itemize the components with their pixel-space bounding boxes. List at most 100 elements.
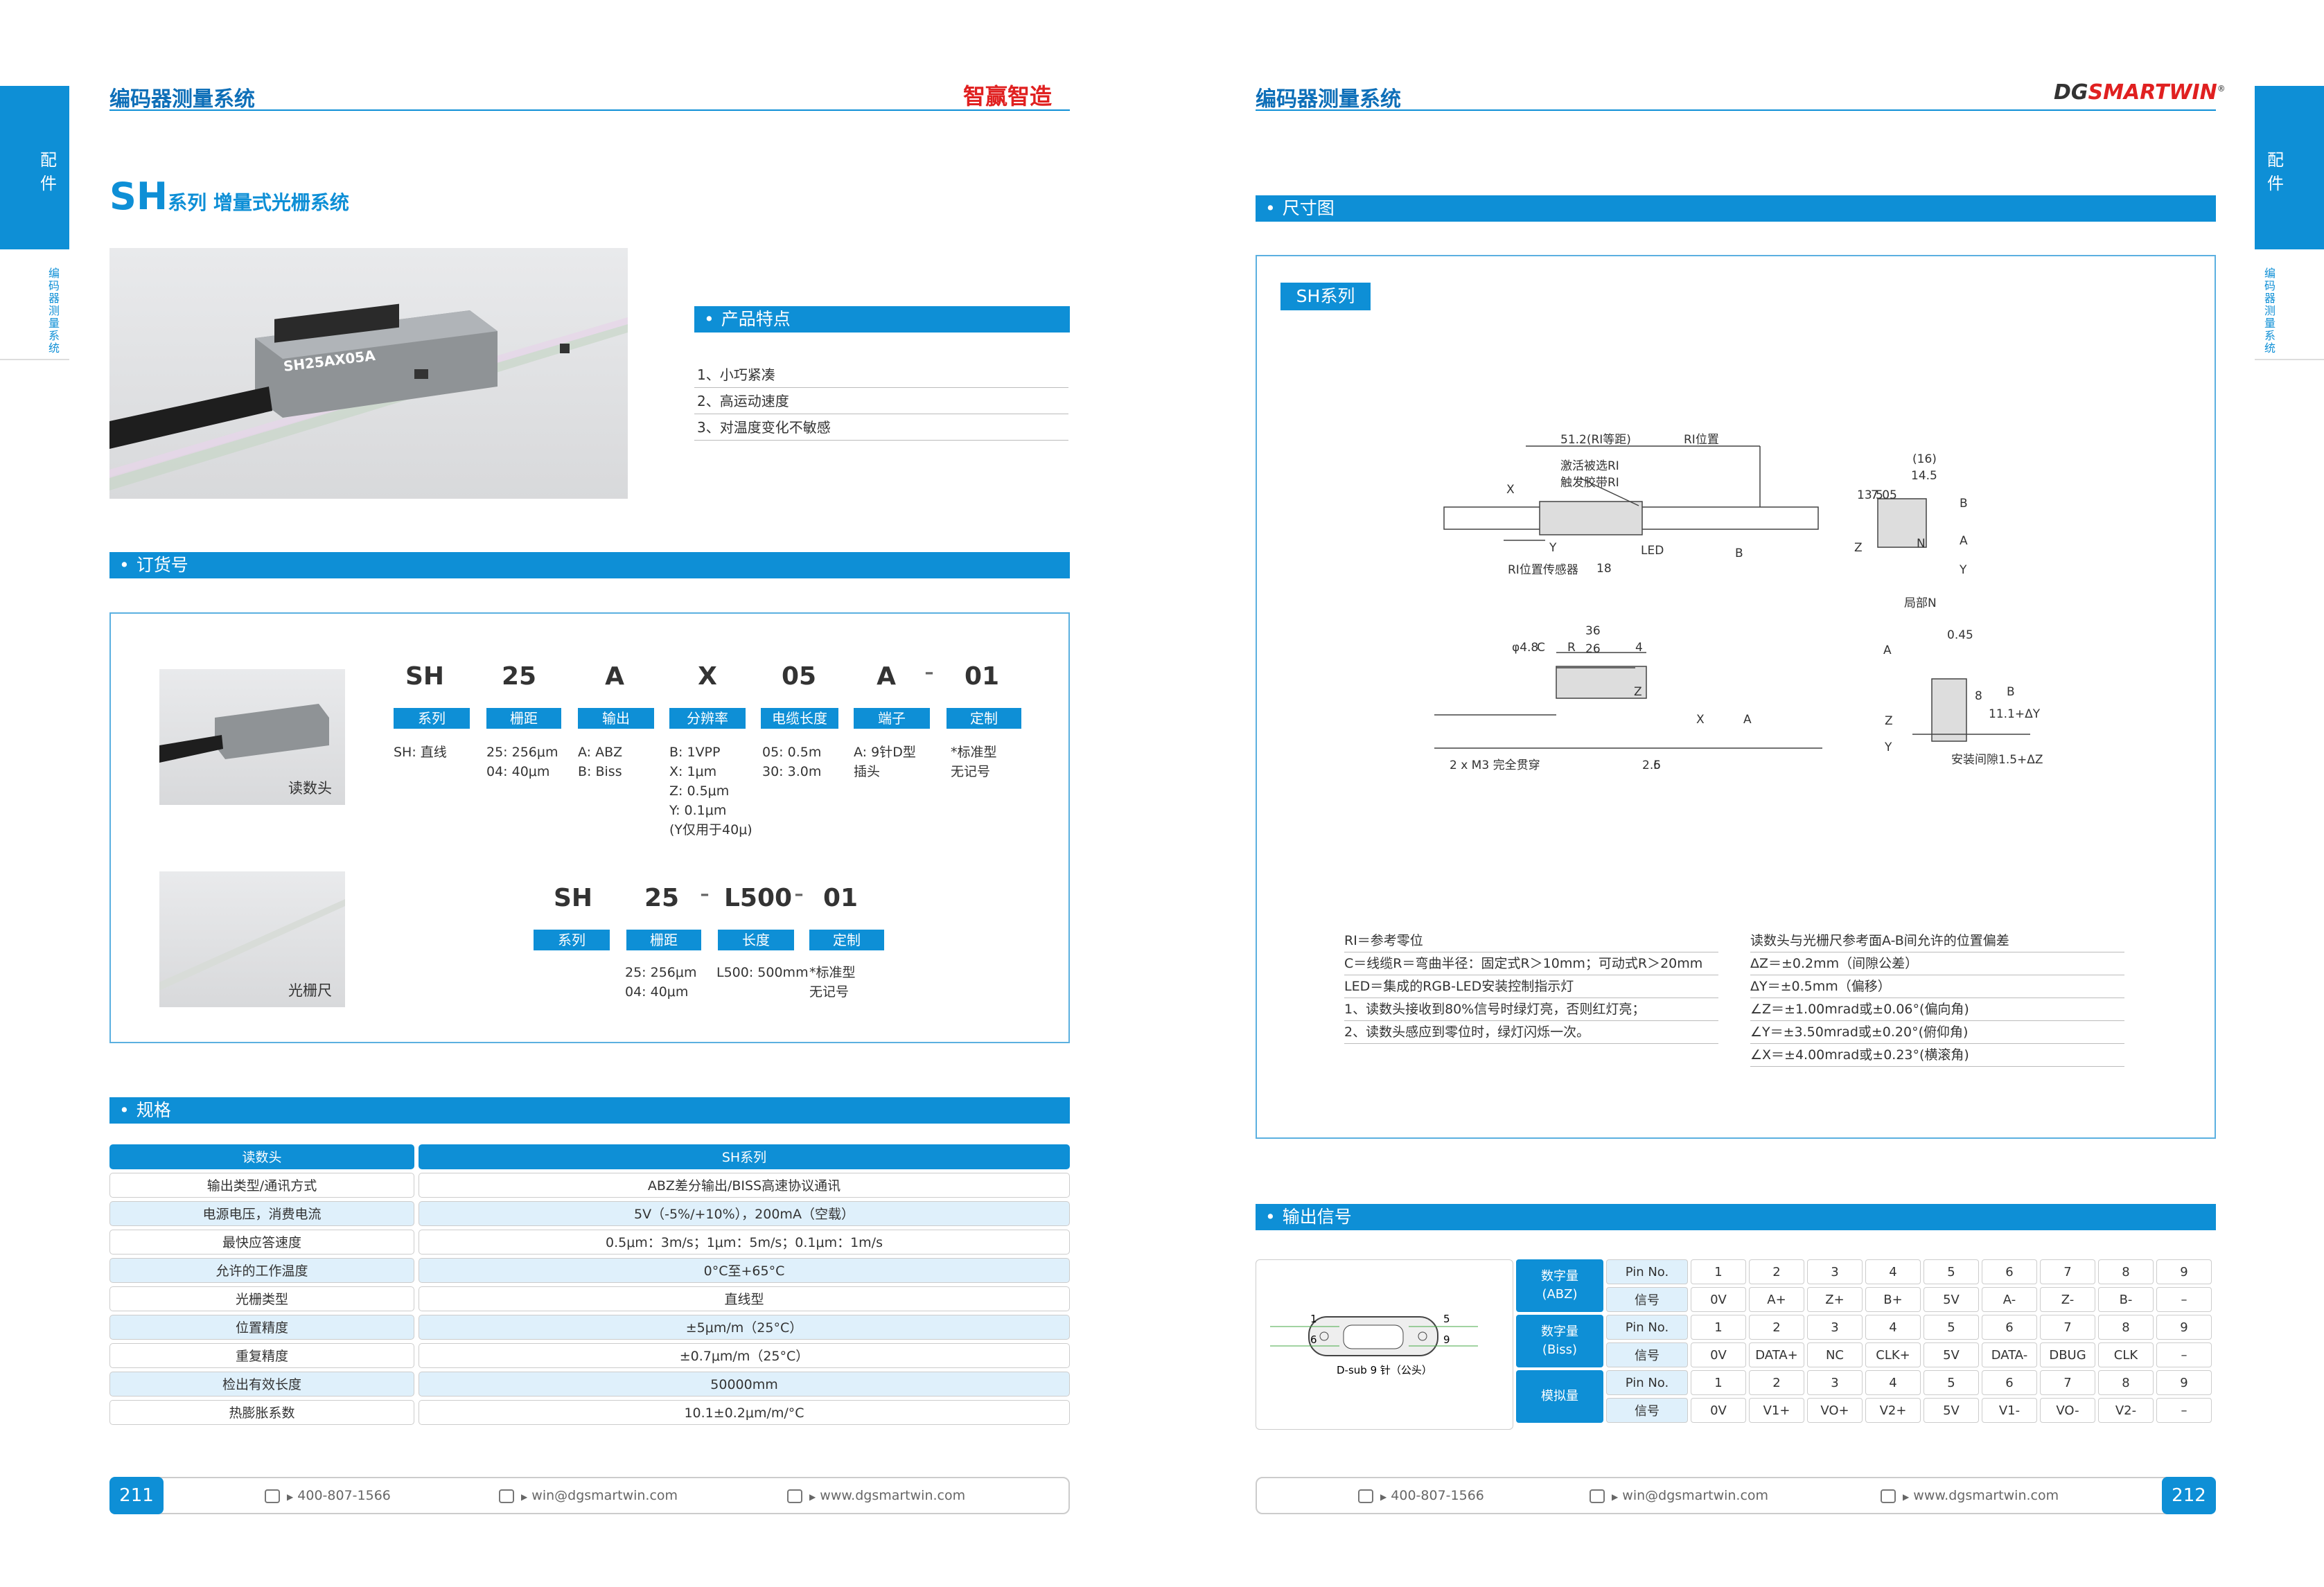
scale-dash-1: – bbox=[700, 884, 710, 905]
note-left: 1、读数头接收到80%信号时绿灯亮，否则红灯亮； bbox=[1344, 998, 1718, 1021]
note-left: RI＝参考零位 bbox=[1344, 930, 1718, 952]
svg-text:安装间隙1.5+ΔZ: 安装间隙1.5+ΔZ bbox=[1951, 753, 2043, 767]
svg-text:X: X bbox=[1506, 483, 1515, 497]
footer-email[interactable]: ▶ win@dgsmartwin.com bbox=[1590, 1488, 1768, 1503]
mail-icon bbox=[1590, 1489, 1605, 1503]
svg-text:51.2(RI等距): 51.2(RI等距) bbox=[1560, 433, 1631, 447]
side-text-left: 编码器测量系统 bbox=[48, 267, 60, 355]
spec-row: 位置精度±5μm/m（25°C） bbox=[109, 1315, 1070, 1342]
opt-pitch: 25: 256μm 04: 40μm bbox=[486, 745, 558, 779]
svg-text:R: R bbox=[1567, 641, 1576, 655]
svg-text:6: 6 bbox=[1310, 1333, 1317, 1346]
code-connector: A bbox=[877, 662, 896, 691]
tag-connector: 端子 bbox=[854, 708, 930, 729]
product-illustration: SH25AX05A bbox=[109, 303, 628, 490]
footer-website[interactable]: ▶ www.dgsmartwin.com bbox=[787, 1488, 965, 1503]
scale-dash-2: – bbox=[794, 884, 804, 905]
svg-text:1: 1 bbox=[1310, 1313, 1317, 1325]
svg-text:B: B bbox=[1735, 547, 1743, 560]
brand-logo-cn: 智赢智造 bbox=[963, 83, 1053, 109]
code-series: SH bbox=[405, 662, 445, 691]
svg-text:A: A bbox=[1883, 644, 1892, 657]
svg-text:7.05: 7.05 bbox=[1871, 488, 1897, 502]
note-right: ∠X＝±4.00mrad或±0.23°(横滚角) bbox=[1750, 1044, 2124, 1067]
svg-text:Y: Y bbox=[1549, 541, 1557, 555]
tag-cable: 电缆长度 bbox=[761, 708, 838, 729]
svg-text:A: A bbox=[1960, 534, 1968, 548]
svg-text:Z: Z bbox=[1885, 714, 1893, 728]
series-title: SH系列 增量式光栅系统 bbox=[109, 175, 349, 218]
scale-tag-pitch: 栅距 bbox=[626, 930, 701, 950]
note-left: LED＝集成的RGB-LED安装控制指示灯 bbox=[1344, 975, 1718, 998]
svg-text:X: X bbox=[1696, 713, 1705, 727]
svg-text:激活被选RI: 激活被选RI bbox=[1560, 459, 1619, 473]
page-number: 212 bbox=[2162, 1477, 2216, 1514]
side-tab-right[interactable]: 配件 bbox=[2255, 86, 2324, 249]
scale-code-custom: 01 bbox=[822, 884, 859, 912]
scale-photo: 光栅尺 bbox=[159, 871, 345, 1007]
code-cable: 05 bbox=[781, 662, 817, 691]
svg-text:11.1+ΔY: 11.1+ΔY bbox=[1989, 707, 2041, 721]
order-box bbox=[109, 612, 1070, 1043]
globe-icon bbox=[787, 1489, 802, 1503]
svg-text:Z: Z bbox=[1634, 685, 1642, 699]
svg-text:36: 36 bbox=[1585, 624, 1601, 638]
svg-text:触发胶带RI: 触发胶带RI bbox=[1560, 476, 1619, 490]
svg-text:Y: Y bbox=[1884, 741, 1892, 754]
svg-text:5: 5 bbox=[1443, 1313, 1450, 1325]
svg-text:N: N bbox=[1917, 537, 1926, 551]
footer-phone[interactable]: ▶ 400-807-1566 bbox=[1358, 1488, 1484, 1503]
dsub-connector-icon: 1 5 6 9 D-sub 9 针（公头） bbox=[1270, 1313, 1478, 1376]
svg-text:(16): (16) bbox=[1912, 452, 1937, 466]
dims-box bbox=[1256, 255, 2216, 1139]
note-left: C＝线缆R＝弯曲半径：固定式R＞10mm；可动式R＞20mm bbox=[1344, 952, 1718, 975]
scale-tag-custom: 定制 bbox=[809, 930, 884, 950]
footer-left: 211 ▶ 400-807-1566 ▶ win@dgsmartwin.com … bbox=[109, 1477, 1070, 1514]
side-text-right: 编码器测量系统 bbox=[2264, 267, 2275, 355]
footer-email[interactable]: ▶ win@dgsmartwin.com bbox=[499, 1488, 678, 1503]
dims-title: 尺寸图 bbox=[1256, 195, 2216, 222]
features-title: 产品特点 bbox=[694, 306, 1070, 333]
svg-text:9: 9 bbox=[1443, 1333, 1450, 1346]
opt-output: A: ABZ B: Biss bbox=[578, 745, 623, 779]
note-right: ΔY＝±0.5mm（偏移） bbox=[1750, 975, 2124, 998]
dims-series-tag: SH系列 bbox=[1280, 283, 1371, 310]
scale-opt-pitch: 25: 256μm 04: 40μm bbox=[625, 965, 697, 1000]
side-tab-left[interactable]: 配件 bbox=[0, 86, 69, 249]
dimension-drawing: 51.2(RI等距) RI位置 激活被选RI 触发胶带RI LED RI位置传感… bbox=[1434, 433, 2043, 772]
footer-phone[interactable]: ▶ 400-807-1566 bbox=[265, 1488, 391, 1503]
phone-icon bbox=[1358, 1489, 1373, 1503]
opt-series: SH: 直线 bbox=[394, 745, 447, 760]
svg-text:13.5: 13.5 bbox=[1857, 488, 1883, 502]
svg-text:4: 4 bbox=[1635, 641, 1643, 655]
phone-icon bbox=[265, 1489, 280, 1503]
page-header-title: 编码器测量系统 bbox=[109, 87, 255, 112]
brand-logo: DGSMARTWIN® bbox=[2054, 80, 2226, 105]
opt-connector: A: 9针D型 插头 bbox=[854, 745, 916, 779]
page-number: 211 bbox=[109, 1477, 164, 1514]
mail-icon bbox=[499, 1489, 514, 1503]
svg-text:0.45: 0.45 bbox=[1947, 628, 1973, 642]
code-dash: – bbox=[924, 662, 934, 683]
opt-resolution: B: 1VPP X: 1μm Z: 0.5μm Y: 0.1μm (Y仅用于40… bbox=[669, 745, 752, 837]
svg-text:局部N: 局部N bbox=[1904, 596, 1937, 610]
svg-text:18: 18 bbox=[1596, 562, 1612, 576]
tag-pitch: 栅距 bbox=[486, 708, 561, 729]
code-resolution: X bbox=[698, 662, 717, 691]
scale-opt-length: L500: 500mm bbox=[716, 965, 809, 980]
opt-custom: *标准型 无记号 bbox=[951, 745, 997, 779]
svg-text:14.5: 14.5 bbox=[1911, 469, 1937, 483]
svg-text:26: 26 bbox=[1585, 642, 1601, 656]
note-right: 读数头与光栅尺参考面A-B间允许的位置偏差 bbox=[1750, 930, 2124, 952]
scale-code-pitch: 25 bbox=[644, 884, 680, 912]
order-title: 订货号 bbox=[109, 552, 1070, 578]
scale-code-series: SH bbox=[553, 884, 593, 912]
note-right: ∠Y＝±3.50mrad或±0.20°(俯仰角) bbox=[1750, 1021, 2124, 1044]
footer-website[interactable]: ▶ www.dgsmartwin.com bbox=[1881, 1488, 2059, 1503]
svg-text:D-sub 9 针（公头）: D-sub 9 针（公头） bbox=[1337, 1364, 1432, 1376]
